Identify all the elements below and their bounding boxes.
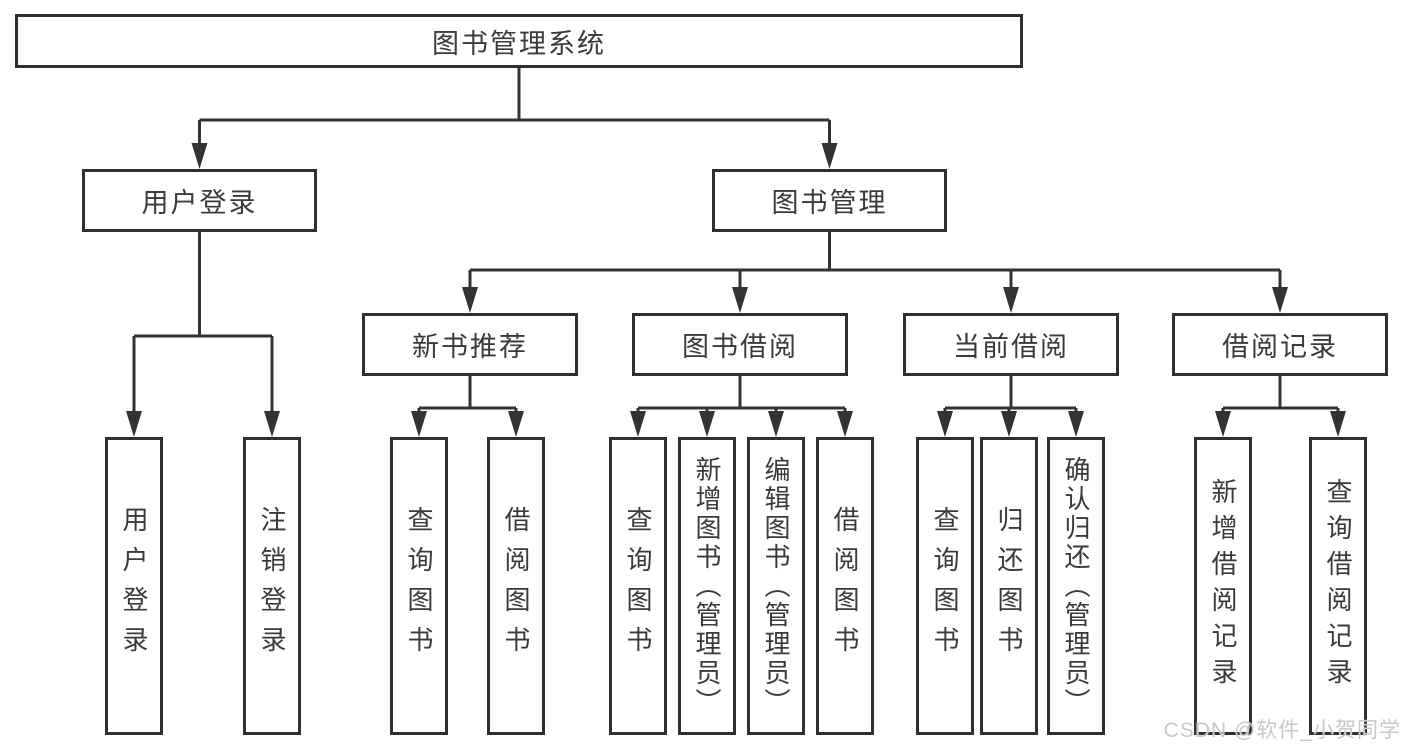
node-leaf-borrow-books-1: 借阅图书 <box>487 437 545 735</box>
node-leaf-borrow-books-2: 借阅图书 <box>816 437 874 735</box>
node-label: 图书管理 <box>771 188 888 218</box>
node-leaf-return-books: 归还图书 <box>980 437 1038 735</box>
node-leaf-query-borrow-record: 查询借阅记录 <box>1309 437 1367 735</box>
edge-new-book-children <box>417 376 518 413</box>
node-label: 归还图书 <box>994 506 1024 666</box>
node-label: 新书推荐 <box>412 332 528 362</box>
edge-book-borrow-children <box>636 376 847 413</box>
csdn-watermark: CSDN @软件_小贺同学 <box>1163 719 1401 742</box>
node-label: 查询图书 <box>404 506 434 666</box>
node-leaf-logout: 注销登录 <box>243 437 301 735</box>
edge-user-login-children <box>132 232 274 413</box>
node-label: 用户登录 <box>119 506 149 666</box>
node-label: 图书借阅 <box>682 332 798 362</box>
node-library-management-system: 图书管理系统 <box>15 14 1023 68</box>
node-label: 借阅图书 <box>501 506 531 666</box>
node-label: 查询图书 <box>623 506 653 666</box>
node-book-borrowing: 图书借阅 <box>632 313 848 376</box>
node-label: 用户登录 <box>141 188 258 218</box>
node-current-borrowing: 当前借阅 <box>903 313 1119 376</box>
node-label: 注销登录 <box>257 506 287 666</box>
node-leaf-query-books-3: 查询图书 <box>916 437 974 735</box>
node-label: 当前借阅 <box>953 332 1069 362</box>
edge-current-borrow-children <box>943 376 1078 413</box>
node-leaf-add-borrow-record: 新增借阅记录 <box>1194 437 1252 735</box>
node-borrowing-records: 借阅记录 <box>1172 313 1388 376</box>
node-leaf-query-books-1: 查询图书 <box>390 437 448 735</box>
node-label: 新增图书（管理员） <box>692 455 722 717</box>
node-label: 借阅图书 <box>830 506 860 666</box>
node-new-book-recommendation: 新书推荐 <box>362 313 578 376</box>
node-leaf-confirm-return-admin: 确认归还（管理员） <box>1047 437 1105 735</box>
node-label: 新增借阅记录 <box>1208 478 1238 694</box>
node-label: 查询图书 <box>930 506 960 666</box>
node-book-management: 图书管理 <box>712 169 947 232</box>
node-label: 编辑图书（管理员） <box>761 455 791 717</box>
node-leaf-edit-books-admin: 编辑图书（管理员） <box>747 437 805 735</box>
node-leaf-add-books-admin: 新增图书（管理员） <box>678 437 736 735</box>
node-user-login: 用户登录 <box>82 169 317 232</box>
node-label: 确认归还（管理员） <box>1061 455 1091 717</box>
node-label: 图书管理系统 <box>432 28 606 59</box>
edge-root-to-level1 <box>198 68 831 145</box>
node-leaf-query-books-2: 查询图书 <box>609 437 667 735</box>
node-label: 借阅记录 <box>1222 332 1338 362</box>
edge-book-management-children <box>468 232 1282 289</box>
arrowheads <box>126 143 1346 437</box>
edge-borrow-records-children <box>1221 376 1340 413</box>
node-leaf-user-login: 用户登录 <box>105 437 163 735</box>
node-label: 查询借阅记录 <box>1323 478 1353 694</box>
